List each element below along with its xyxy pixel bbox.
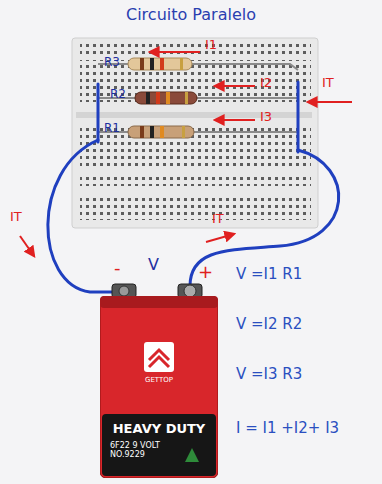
current-label: IT (10, 210, 22, 225)
title: Circuito Paralelo (0, 6, 382, 24)
resistor-symbol (128, 126, 194, 138)
resistor-label: R2 (110, 88, 126, 102)
equation: V =I1 R1 (236, 266, 302, 283)
breadboard (72, 38, 318, 228)
resistor-symbol (135, 92, 197, 104)
resistor-label: R1 (104, 122, 120, 136)
current-label: I2 (260, 76, 272, 91)
polarity-sign: + (198, 262, 213, 283)
current-label: I3 (260, 110, 272, 125)
battery-label: HEAVY DUTY (100, 422, 218, 437)
polarity-sign: - (114, 258, 121, 279)
brand-label: GETTOP (100, 376, 218, 384)
voltage-label: V (148, 256, 159, 274)
current-arrow (20, 52, 352, 256)
battery: GETTOP HEAVY DUTY 6F22 9 VOLT NO.9229 (100, 296, 218, 478)
battery-spec: 6F22 9 VOLT NO.9229 (110, 441, 160, 459)
equation: V =I3 R3 (236, 366, 302, 383)
resistor-label: R3 (104, 56, 120, 70)
bus-bar (98, 82, 298, 152)
equation: I = I1 +I2+ I3 (236, 420, 339, 437)
current-label: I1 (205, 38, 217, 53)
current-label: IT (322, 76, 334, 91)
resistor-leads (98, 64, 298, 132)
equation: V =I2 R2 (236, 316, 302, 333)
current-label: IT (212, 212, 224, 227)
wire (48, 140, 339, 292)
resistor-symbol (128, 58, 192, 70)
